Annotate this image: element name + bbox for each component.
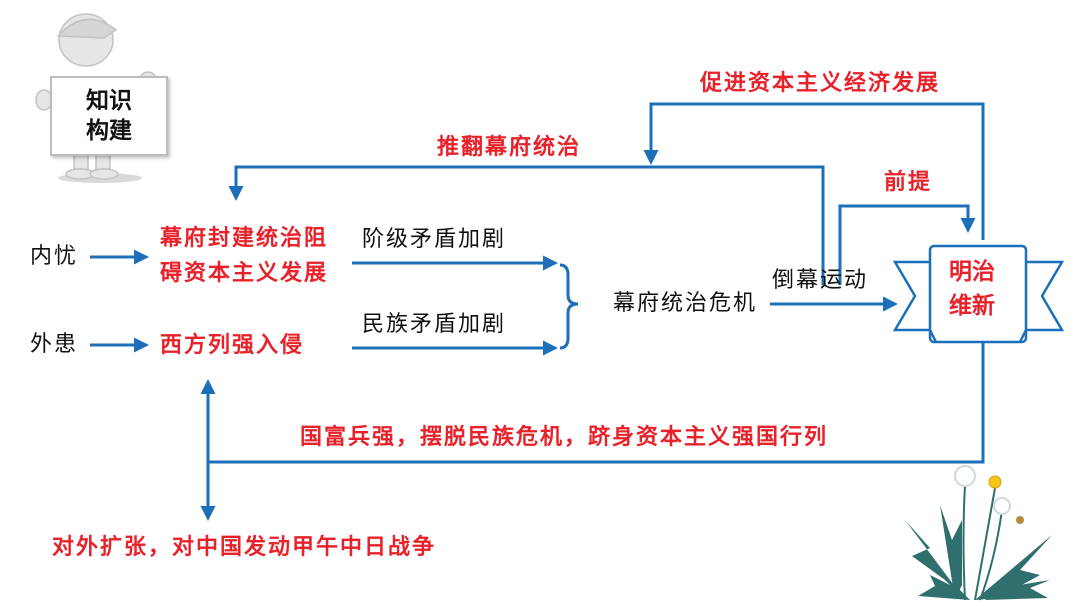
line-result bbox=[208, 338, 985, 464]
label-ethnic-conflict: 民族矛盾加剧 bbox=[362, 312, 507, 337]
arrow-overthrow bbox=[228, 165, 825, 285]
label-expansion: 对外扩张，对中国发动甲午中日战争 bbox=[52, 534, 437, 560]
label-internal-trouble: 内忧 bbox=[30, 244, 79, 269]
label-class-conflict: 阶级矛盾加剧 bbox=[362, 227, 507, 252]
label-western-invasion: 西方列强入侵 bbox=[160, 332, 305, 358]
label-overthrow-shogunate: 推翻幕府统治 bbox=[437, 134, 582, 160]
meiji-line-1: 明治 bbox=[949, 258, 995, 285]
dandelion-icon bbox=[905, 465, 1052, 601]
arrow-promote bbox=[643, 102, 985, 240]
sign-line-1: 知识 bbox=[86, 87, 132, 114]
label-promote-capitalism: 促进资本主义经济发展 bbox=[700, 70, 941, 96]
label-feudal-rule-line2: 碍资本主义发展 bbox=[160, 260, 329, 286]
label-feudal-rule-line1: 幕府封建统治阻 bbox=[160, 225, 329, 251]
label-shogunate-crisis: 幕府统治危机 bbox=[613, 291, 758, 316]
meiji-line-2: 维新 bbox=[949, 292, 995, 319]
label-external-trouble: 外患 bbox=[30, 332, 79, 357]
center-banner bbox=[892, 244, 1065, 344]
brace bbox=[559, 263, 579, 350]
knowledge-sign: 知识 构建 bbox=[50, 76, 168, 156]
label-premise: 前提 bbox=[884, 169, 933, 195]
label-overthrow-movement: 倒幕运动 bbox=[772, 268, 869, 293]
arrow-premise bbox=[838, 204, 976, 285]
meiji-restoration-title: 明治 维新 bbox=[935, 255, 1009, 323]
sign-line-2: 构建 bbox=[86, 117, 132, 144]
label-result: 国富兵强，摆脱民族危机，跻身资本主义强国行列 bbox=[300, 424, 829, 450]
